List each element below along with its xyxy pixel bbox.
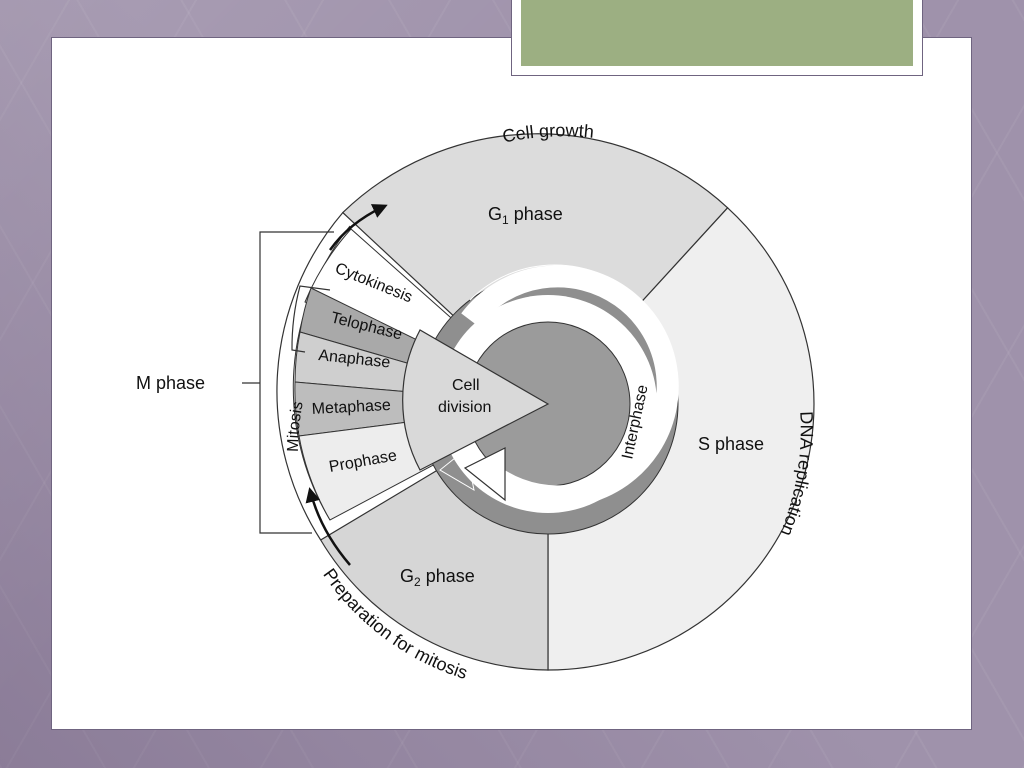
mitosis-outer-arc: [276, 212, 344, 541]
cycle-arrow-head: [463, 447, 506, 502]
g2-phase-label: G2 phase: [400, 566, 475, 589]
title-fill: [521, 0, 913, 66]
prep-arrow: [305, 487, 351, 566]
growth-arrow: [328, 204, 388, 251]
m-phase-label: M phase: [136, 373, 205, 393]
cell-division-line2: division: [438, 399, 491, 416]
mitosis-label: Mitosis: [285, 400, 307, 452]
cell-division-line1: Cell: [452, 377, 480, 394]
metaphase-label: Metaphase: [311, 397, 391, 418]
cycle-arrow: [461, 265, 679, 508]
m-phase-bracket: [242, 231, 334, 534]
cell-division-wedge: [402, 329, 550, 471]
g1-phase-label: G1 phase: [488, 204, 563, 227]
s-sector: [547, 206, 815, 671]
cytokinesis-bracket: [291, 285, 331, 353]
title-box: [511, 0, 923, 76]
s-phase-label: S phase: [698, 434, 764, 454]
